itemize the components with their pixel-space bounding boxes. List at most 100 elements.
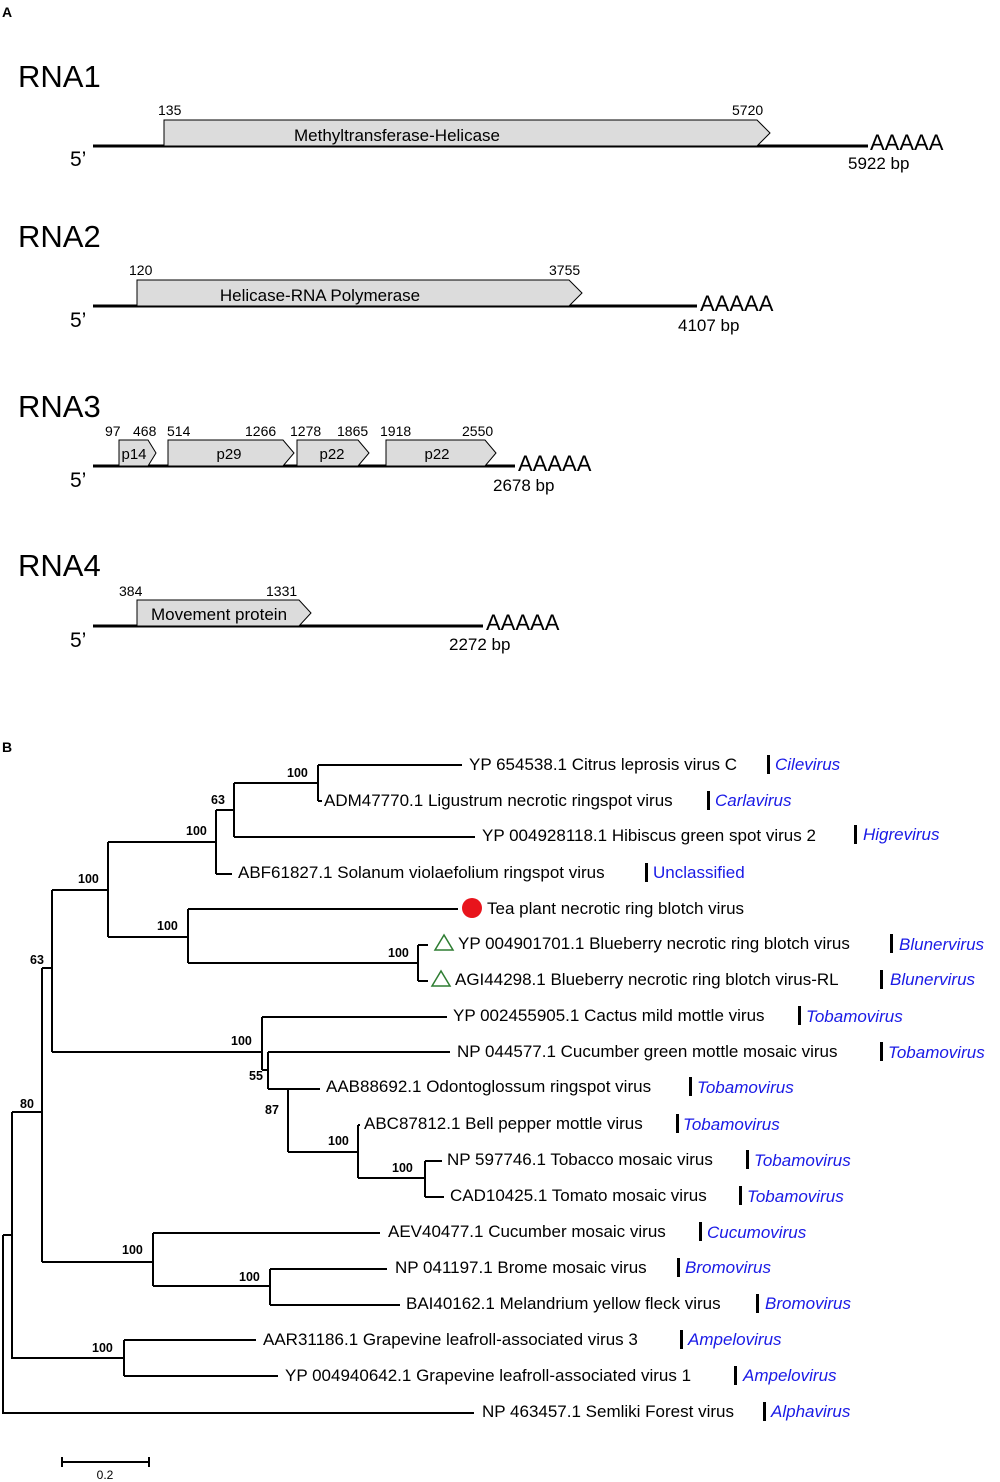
genus-label: Tobamovirus: [697, 1078, 794, 1097]
five-prime-label: 5’: [70, 629, 86, 652]
query-virus-marker: [462, 898, 482, 918]
taxon-name: AEV40477.1 Cucumber mosaic virus: [388, 1222, 666, 1241]
taxon-label: Tea plant necrotic ring blotch virus: [462, 898, 744, 918]
bootstrap-value: 55: [249, 1069, 263, 1083]
bootstrap-value: 80: [20, 1097, 34, 1111]
tree-branch: [11, 1112, 124, 1359]
orf-end: 2550: [462, 423, 493, 439]
taxon-name: YP 002455905.1 Cactus mild mottle virus: [453, 1006, 765, 1025]
orf-label: p22: [319, 446, 344, 463]
genus-label: Unclassified: [653, 863, 745, 882]
bootstrap-value: 100: [92, 1341, 113, 1355]
separator-bar: [763, 1402, 766, 1421]
genus-label: Blunervirus: [899, 935, 985, 954]
orf-arrow: [163, 119, 771, 147]
taxon-name: BAI40162.1 Melandrium yellow fleck virus: [406, 1294, 721, 1313]
orf-start: 384: [119, 583, 143, 599]
genus-label: Tobamovirus: [754, 1151, 851, 1170]
rna4-map: RNA4 Movement protein 384 1331 AAAAA 227…: [18, 548, 560, 654]
orf-end: 3755: [549, 262, 580, 278]
bootstrap-value: 100: [186, 824, 207, 838]
polya-tail: AAAAA: [700, 291, 774, 316]
panel-a-label: A: [2, 4, 12, 20]
bootstrap-value: 100: [231, 1034, 252, 1048]
reference-virus-marker: [430, 969, 452, 987]
taxon-label: BAI40162.1 Melandrium yellow fleck virus…: [406, 1294, 851, 1313]
genus-label: Higrevirus: [863, 825, 940, 844]
taxon-labels: YP 654538.1 Citrus leprosis virus C Cile…: [238, 755, 985, 1421]
tree-branch: [2, 1235, 474, 1414]
bootstrap-value: 100: [122, 1243, 143, 1257]
rna-title: RNA3: [18, 389, 101, 424]
rna1-map: RNA1 Methyltransferase-Helicase 135 5720…: [18, 59, 944, 173]
bootstrap-values: 100 63 100 100 100 100 63 100 55 87 100 …: [20, 766, 413, 1355]
polya-tail: AAAAA: [518, 451, 592, 476]
separator-bar: [677, 1258, 680, 1277]
genus-label: Blunervirus: [890, 970, 976, 989]
separator-bar: [880, 970, 883, 989]
bootstrap-value: 100: [78, 872, 99, 886]
genus-label: Bromovirus: [685, 1258, 771, 1277]
separator-bar: [890, 934, 893, 953]
separator-bar: [746, 1150, 749, 1169]
taxon-label: NP 463457.1 Semliki Forest virus Alphavi…: [482, 1402, 851, 1421]
bootstrap-value: 100: [328, 1134, 349, 1148]
orf-label: Methyltransferase-Helicase: [294, 126, 500, 145]
taxon-label: NP 041197.1 Brome mosaic virus Bromoviru…: [395, 1258, 771, 1277]
five-prime-label: 5’: [70, 148, 86, 171]
orf-arrow: [385, 439, 497, 467]
taxon-name: Tea plant necrotic ring blotch virus: [487, 899, 744, 918]
orf-arrow: [136, 599, 312, 627]
taxon-name: CAD10425.1 Tomato mosaic virus: [450, 1186, 707, 1205]
taxon-name: ABC87812.1 Bell pepper mottle virus: [364, 1114, 643, 1133]
taxon-name: ADM47770.1 Ligustrum necrotic ringspot v…: [324, 791, 673, 810]
genome-length: 5922 bp: [848, 154, 909, 173]
orf-end: 1865: [337, 423, 368, 439]
taxon-name: NP 463457.1 Semliki Forest virus: [482, 1402, 734, 1421]
taxon-name: NP 597746.1 Tobacco mosaic virus: [447, 1150, 713, 1169]
bootstrap-value: 100: [239, 1270, 260, 1284]
bootstrap-value: 100: [157, 919, 178, 933]
bootstrap-value: 100: [287, 766, 308, 780]
bootstrap-value: 100: [392, 1161, 413, 1175]
rna-title: RNA4: [18, 548, 101, 583]
taxon-label: AAR31186.1 Grapevine leafroll-associated…: [263, 1330, 782, 1349]
taxon-name: AAR31186.1 Grapevine leafroll-associated…: [263, 1330, 638, 1349]
taxon-name: YP 654538.1 Citrus leprosis virus C: [469, 755, 737, 774]
orf-start: 1918: [380, 423, 411, 439]
orf-arrow: [296, 439, 370, 467]
orf-start: 97: [105, 423, 121, 439]
taxon-name: NP 044577.1 Cucumber green mottle mosaic…: [457, 1042, 837, 1061]
taxon-name: AGI44298.1 Blueberry necrotic ring blotc…: [455, 970, 839, 989]
orf-label: p14: [121, 446, 146, 463]
orf-start: 1278: [290, 423, 321, 439]
panel-b-label: B: [2, 739, 12, 755]
phylogenetic-tree: [2, 764, 475, 1414]
orf-arrow: [118, 439, 157, 467]
rna2-map: RNA2 Helicase-RNA Polymerase 120 3755 AA…: [18, 219, 774, 335]
taxon-label: ABF61827.1 Solanum violaefolium ringspot…: [238, 863, 745, 882]
genus-label: Ampelovirus: [742, 1366, 837, 1385]
taxon-name: ABF61827.1 Solanum violaefolium ringspot…: [238, 863, 605, 882]
rna3-map: RNA3 p14 p29 p22 p22 97 468 514 1266 127…: [18, 389, 592, 495]
bootstrap-value: 87: [265, 1103, 279, 1117]
rna-title: RNA1: [18, 59, 101, 94]
orf-end: 5720: [732, 102, 763, 118]
orf-label: Movement protein: [151, 605, 287, 624]
orf-label: Helicase-RNA Polymerase: [220, 286, 420, 305]
orf-end: 1266: [245, 423, 276, 439]
orf-arrow: [167, 439, 295, 467]
orf-label: p22: [424, 446, 449, 463]
taxon-label: AEV40477.1 Cucumber mosaic virus Cucumov…: [388, 1222, 807, 1242]
genome-length: 2272 bp: [449, 635, 510, 654]
genus-label: Tobamovirus: [747, 1187, 844, 1206]
bootstrap-value: 63: [211, 793, 225, 807]
taxon-label: YP 004901701.1 Blueberry necrotic ring b…: [433, 933, 985, 954]
reference-virus-marker: [433, 933, 455, 951]
separator-bar: [645, 863, 648, 882]
orf-start: 135: [158, 102, 182, 118]
taxon-label: YP 004940642.1 Grapevine leafroll-associ…: [285, 1366, 837, 1385]
separator-bar: [880, 1042, 883, 1061]
taxon-name: YP 004940642.1 Grapevine leafroll-associ…: [285, 1366, 691, 1385]
